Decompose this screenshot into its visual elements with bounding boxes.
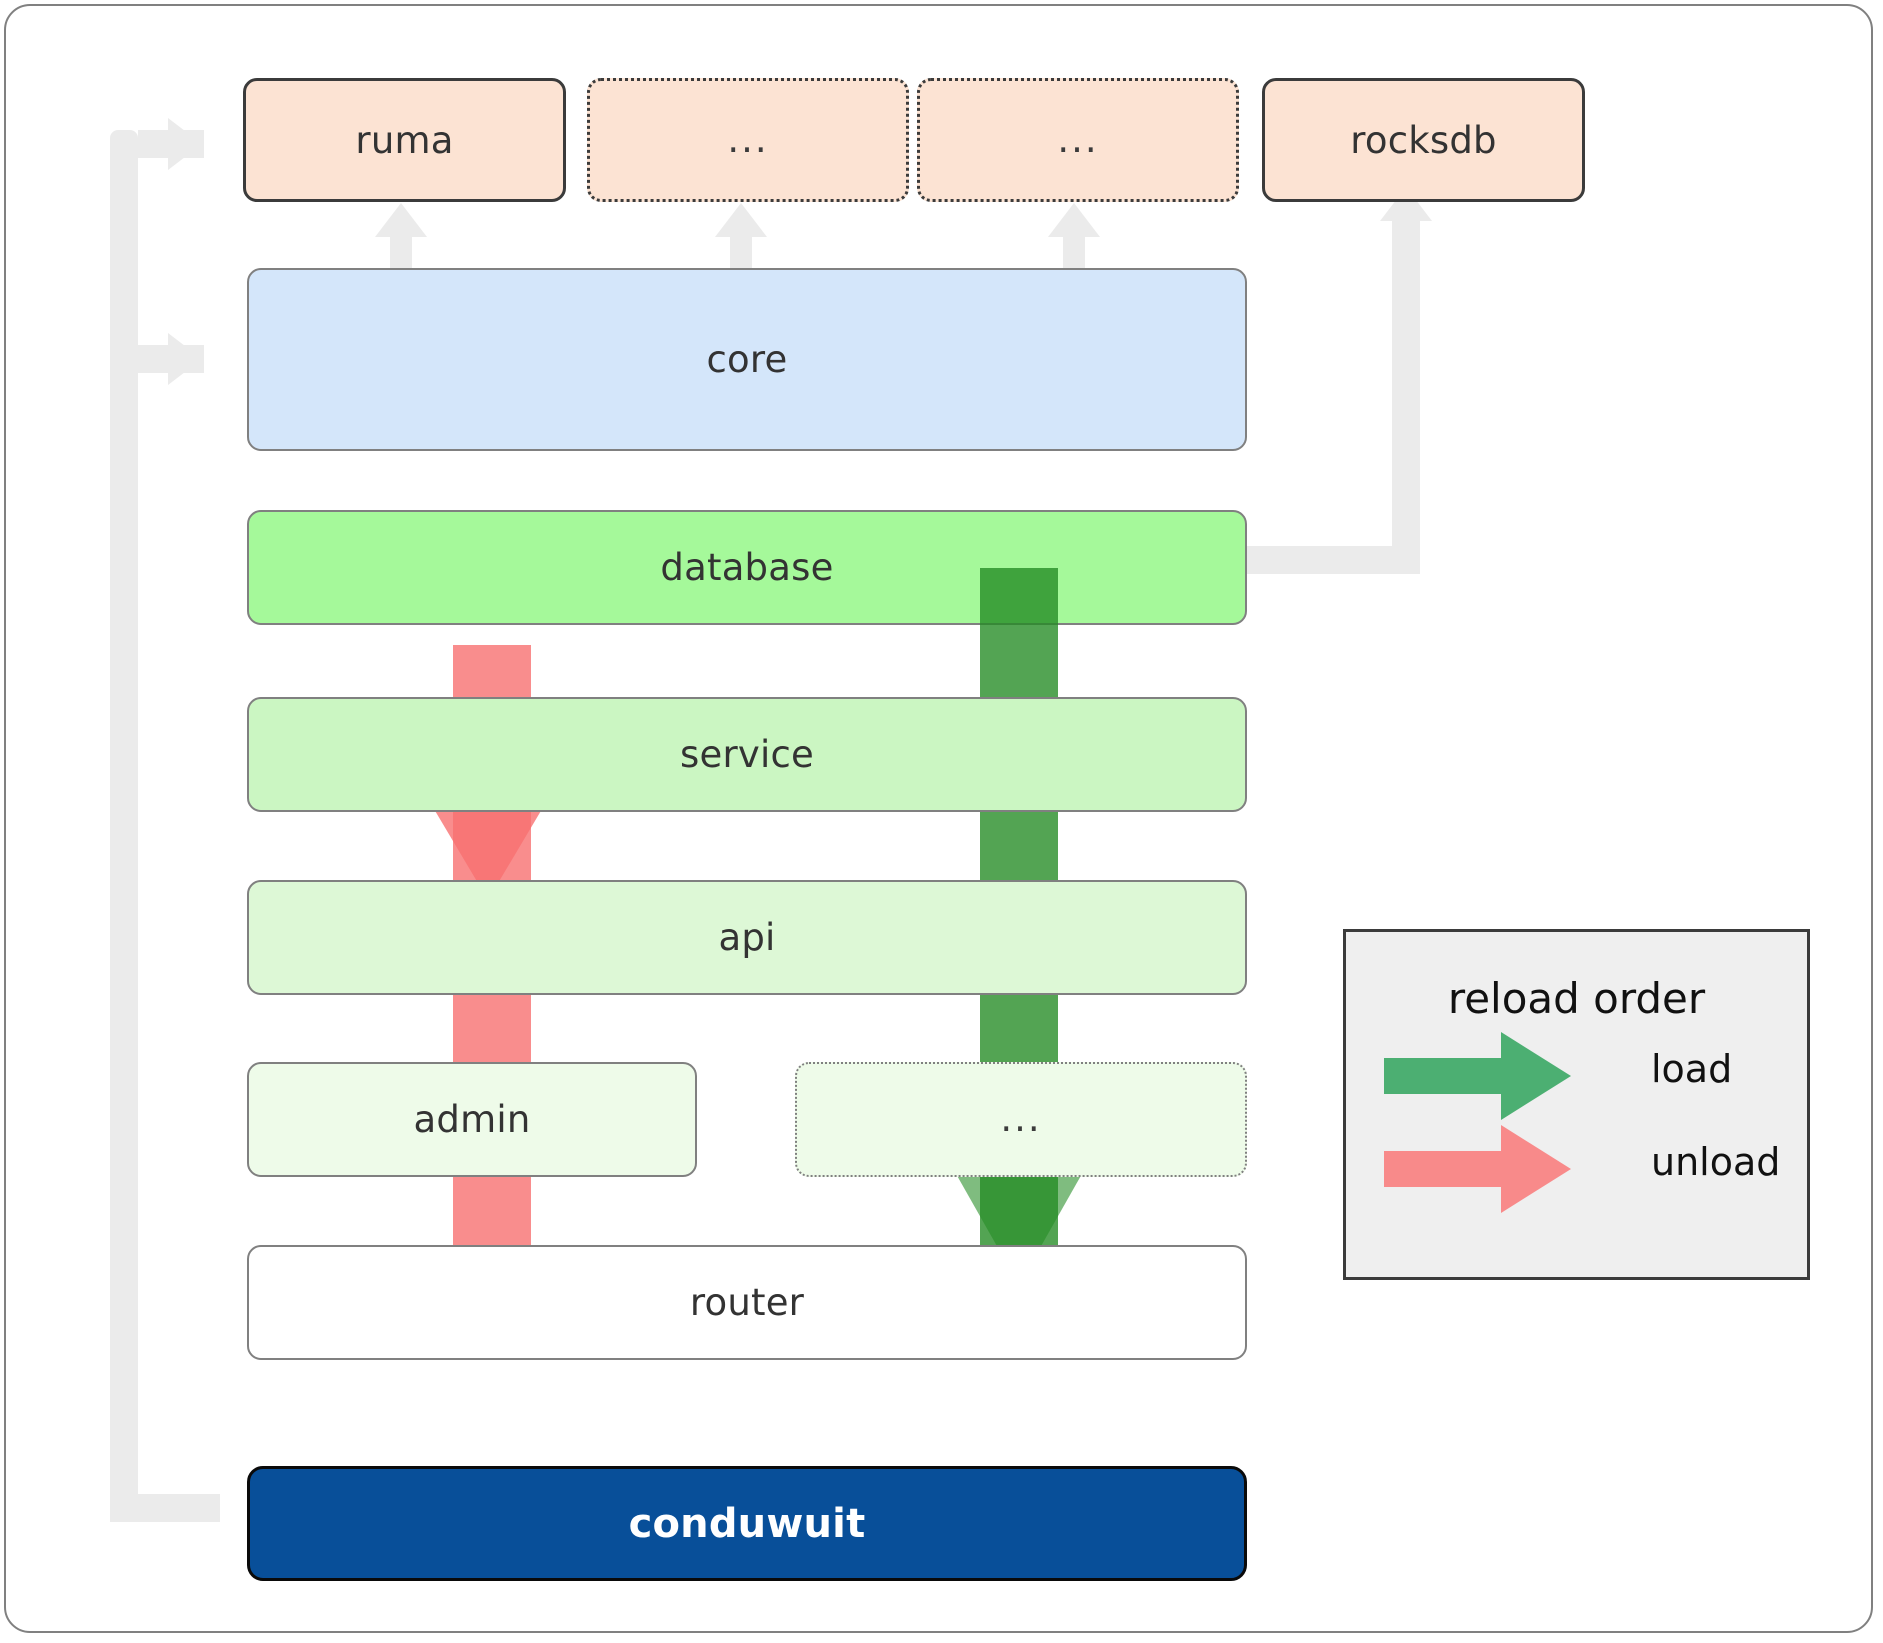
node-ruma[interactable]: ruma (243, 78, 566, 202)
legend-load-arrow-head (1501, 1032, 1571, 1120)
node-router[interactable]: router (247, 1245, 1247, 1360)
node-dependency-ellipsis-1-label: ... (727, 117, 769, 161)
connector-to-conduwuit (110, 1494, 220, 1522)
node-core-label: core (706, 338, 788, 381)
node-rocksdb[interactable]: rocksdb (1262, 78, 1585, 202)
legend-unload-arrow-head (1501, 1125, 1571, 1213)
connector-arrow-core-to-dots2 (1048, 203, 1100, 237)
node-database[interactable]: database (247, 510, 1247, 625)
connector-core-to-dots1 (730, 228, 752, 270)
connector-database-to-rocksdb-vertical (1392, 212, 1420, 574)
node-conduwuit[interactable]: conduwuit (247, 1466, 1247, 1581)
node-service[interactable]: service (247, 697, 1247, 812)
node-database-label: database (660, 546, 834, 589)
node-dependency-ellipsis-2[interactable]: ... (917, 78, 1239, 202)
node-router-label: router (689, 1281, 805, 1324)
node-api-label: api (718, 916, 776, 959)
node-layer-ellipsis[interactable]: ... (795, 1062, 1247, 1177)
node-service-label: service (680, 733, 814, 776)
connector-arrow-ruma (168, 118, 202, 170)
node-admin-label: admin (413, 1098, 531, 1141)
node-rocksdb-label: rocksdb (1350, 118, 1497, 162)
connector-core-to-ruma (390, 228, 412, 270)
legend-unload-label: unload (1651, 1140, 1781, 1184)
node-dependency-ellipsis-1[interactable]: ... (587, 78, 909, 202)
node-dependency-ellipsis-2-label: ... (1057, 117, 1099, 161)
node-core[interactable]: core (247, 268, 1247, 451)
node-api[interactable]: api (247, 880, 1247, 995)
node-ruma-label: ruma (355, 118, 454, 162)
connector-arrow-core (168, 333, 202, 385)
node-admin[interactable]: admin (247, 1062, 697, 1177)
connector-arrow-core-to-dots1 (715, 203, 767, 237)
connector-spine-vertical (110, 130, 138, 1508)
connector-core-to-dots2 (1063, 228, 1085, 270)
legend-panel: reload order load unload (1343, 929, 1810, 1280)
connector-arrow-core-to-ruma (375, 203, 427, 237)
diagram-frame (4, 4, 1873, 1633)
legend-title: reload order (1447, 974, 1706, 1023)
node-layer-ellipsis-label: ... (1000, 1097, 1042, 1141)
node-conduwuit-label: conduwuit (628, 1500, 866, 1547)
legend-load-label: load (1651, 1047, 1733, 1091)
